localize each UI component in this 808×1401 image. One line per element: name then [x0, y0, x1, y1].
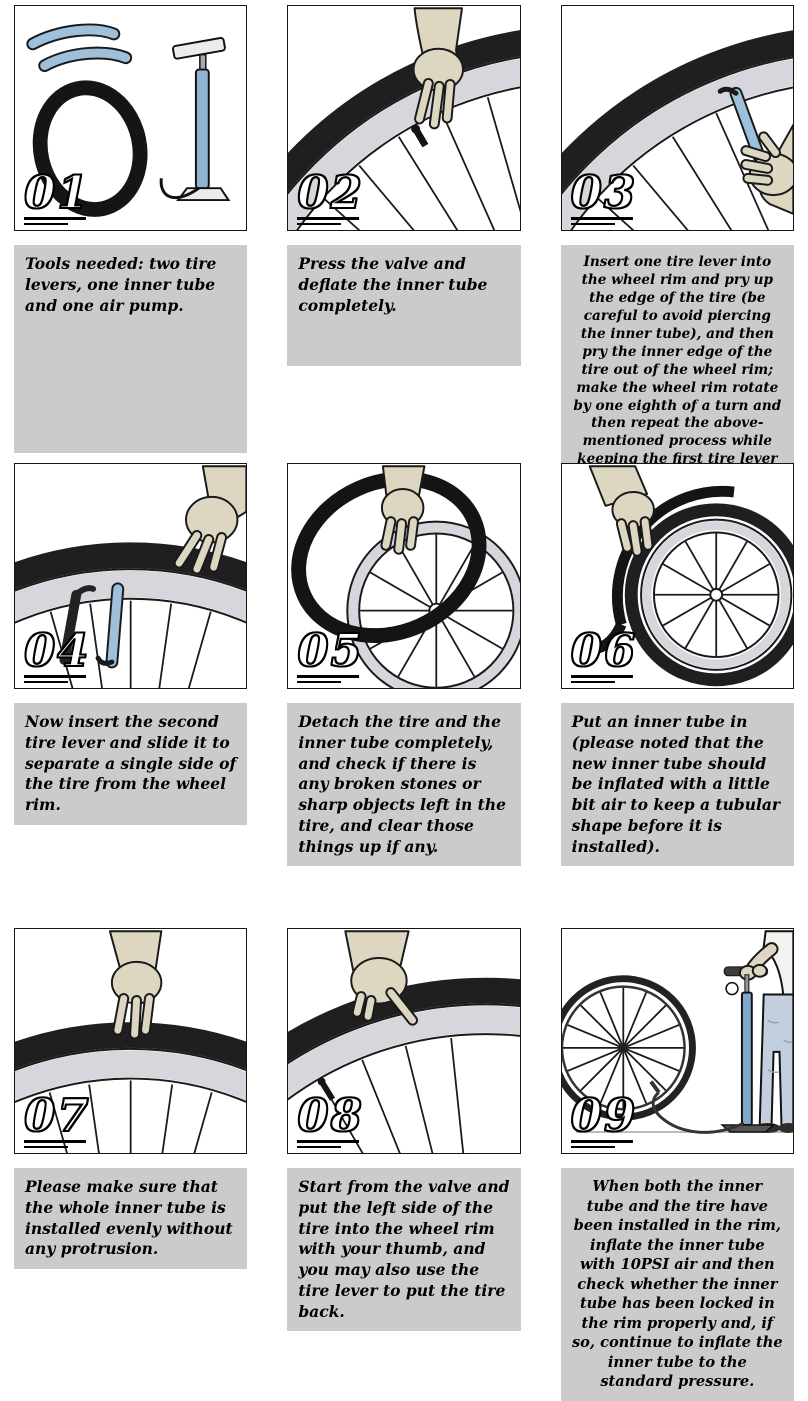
step-number: 09: [570, 1089, 638, 1142]
step-02-illustration: 02: [287, 5, 521, 231]
step-08-caption: Start from the valve and put the left si…: [287, 1168, 521, 1332]
person-figure: [742, 930, 793, 1133]
step-number-badge: 05: [296, 624, 364, 683]
floor-pump-icon: [561, 930, 793, 1134]
step-04-illustration: 04: [14, 463, 248, 689]
pry-lever-icon: [561, 30, 793, 230]
step-number: 08: [296, 1089, 364, 1142]
step-09-caption: When both the inner tube and the tire ha…: [560, 1168, 794, 1401]
step-05-caption: Detach the tire and the inner tube compl…: [287, 703, 521, 867]
tire-lever-icon: [59, 582, 125, 669]
detach-tire-icon: [291, 465, 520, 688]
step-05-cell: 05 Detach the tire and the inner tube co…: [287, 463, 521, 867]
step-number-badge: 04: [23, 624, 91, 683]
hand-icon: [344, 930, 419, 1026]
number-underline-2: [24, 223, 68, 225]
tire-tube-icon: [291, 471, 487, 643]
wheel-icon: [561, 30, 793, 230]
step-number: 06: [570, 624, 638, 677]
step-number-badge: 02: [296, 166, 364, 225]
inner-tube-icon: [32, 80, 148, 217]
number-underline-2: [570, 1146, 615, 1148]
step-03-cell: 03 Insert one tire lever into the wheel …: [560, 5, 794, 497]
air-pump-icon: [159, 36, 231, 202]
hand-icon: [173, 465, 247, 575]
number-underline: [297, 1140, 360, 1143]
step-04-cell: 04 Now insert the second tire lever and …: [14, 463, 248, 825]
number-underline-2: [570, 681, 615, 683]
number-underline-2: [570, 223, 615, 225]
step-number-badge: 09: [570, 1089, 638, 1148]
number-underline: [24, 217, 86, 220]
step-07-illustration: 07: [14, 928, 248, 1154]
tire-lever-icon: [26, 23, 133, 73]
step-01-cell: 01 Tools needed: two tire levers, one in…: [14, 5, 248, 453]
number-underline: [24, 1140, 86, 1143]
number-underline: [570, 675, 633, 678]
step-08-illustration: 08: [287, 928, 521, 1154]
step-number-badge: 06: [570, 624, 638, 683]
step-05-illustration: 05: [287, 463, 521, 689]
insert-tube-icon: [588, 465, 793, 687]
number-underline-2: [297, 223, 342, 225]
number-underline-2: [297, 681, 342, 683]
step-number: 02: [296, 166, 364, 219]
step-number: 05: [296, 624, 364, 677]
step-02-cell: 02 Press the valve and deflate the inner…: [287, 5, 521, 366]
number-underline-2: [297, 1146, 342, 1148]
step-01-caption: Tools needed: two tire levers, one inner…: [14, 245, 248, 453]
wheel-icon: [561, 975, 696, 1121]
step-03-illustration: 03: [560, 5, 794, 231]
number-underline: [570, 1140, 633, 1143]
air-pump-icon: [649, 963, 776, 1134]
wheel-icon: [288, 30, 520, 230]
step-number-badge: 03: [570, 166, 638, 225]
step-07-caption: Please make sure that the whole inner tu…: [14, 1168, 248, 1270]
step-06-caption: Put an inner tube in (please noted that …: [560, 703, 794, 867]
tools-icon: [26, 23, 231, 217]
step-07-cell: 07 Please make sure that the whole inner…: [14, 928, 248, 1270]
wheel-icon: [288, 977, 520, 1153]
hand-icon: [412, 7, 465, 130]
step-number: 07: [23, 1089, 91, 1142]
step-number: 03: [570, 166, 638, 219]
step-09-cell: 09 When both the inner tube and the tire…: [560, 928, 794, 1401]
wheel-icon: [346, 520, 520, 688]
step-06-illustration: 06: [560, 463, 794, 689]
step-09-illustration: 09: [560, 928, 794, 1154]
step-08-cell: 08 Start from the valve and put the left…: [287, 928, 521, 1332]
hand-icon: [108, 930, 163, 1040]
thumb-press-icon: [288, 930, 520, 1153]
valve-icon: [411, 124, 429, 148]
check-even-icon: [15, 930, 247, 1153]
hand-icon: [588, 465, 655, 557]
step-number-badge: 01: [23, 166, 91, 225]
step-number-badge: 08: [296, 1089, 364, 1148]
wheel-icon: [624, 503, 793, 687]
second-lever-icon: [15, 465, 247, 688]
step-04-caption: Now insert the second tire lever and sli…: [14, 703, 248, 825]
step-06-cell: 06 Put an inner tube in (please noted th…: [560, 463, 794, 867]
pump-hose: [651, 1091, 745, 1134]
shoe: [778, 1123, 793, 1133]
number-underline-2: [24, 1146, 68, 1148]
jeans: [758, 993, 793, 1127]
step-03-caption: Insert one tire lever into the wheel rim…: [560, 245, 794, 497]
step-01-illustration: 01: [14, 5, 248, 231]
number-underline: [570, 217, 633, 220]
number-underline: [297, 217, 360, 220]
valve-icon: [317, 1077, 336, 1101]
step-number: 01: [23, 166, 91, 219]
step-02-caption: Press the valve and deflate the inner tu…: [287, 245, 521, 366]
step-number: 04: [23, 624, 91, 677]
hand-icon: [740, 123, 793, 215]
number-underline: [297, 675, 360, 678]
valve-icon: [649, 1080, 661, 1094]
step-number-badge: 07: [23, 1089, 91, 1148]
number-underline-2: [24, 681, 68, 683]
number-underline: [24, 675, 86, 678]
hand-icon: [380, 465, 426, 555]
press-valve-icon: [288, 7, 520, 230]
